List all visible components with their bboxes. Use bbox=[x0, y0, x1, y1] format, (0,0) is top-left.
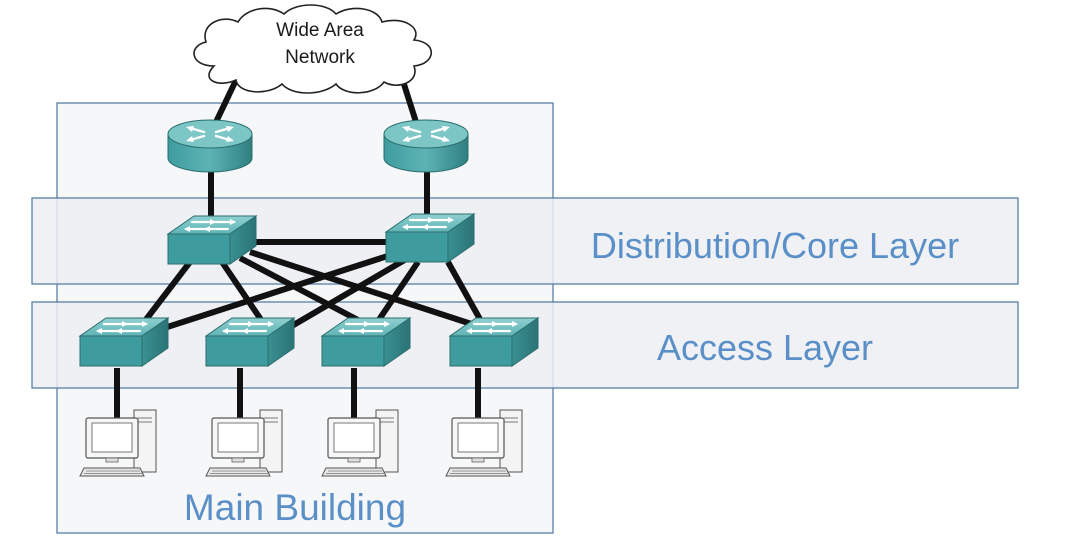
wan-label-line2: Network bbox=[285, 47, 355, 68]
network-links bbox=[114, 76, 491, 424]
access-layer-label: Access Layer bbox=[657, 327, 873, 368]
wan-cloud: Wide Area Network bbox=[193, 4, 432, 94]
main-building-label: Main Building bbox=[184, 487, 406, 528]
router-right-icon[interactable] bbox=[382, 118, 470, 174]
router-left-icon[interactable] bbox=[166, 118, 254, 174]
distribution-core-layer-label: Distribution/Core Layer bbox=[591, 225, 959, 266]
wan-label-line1: Wide Area bbox=[276, 20, 364, 41]
